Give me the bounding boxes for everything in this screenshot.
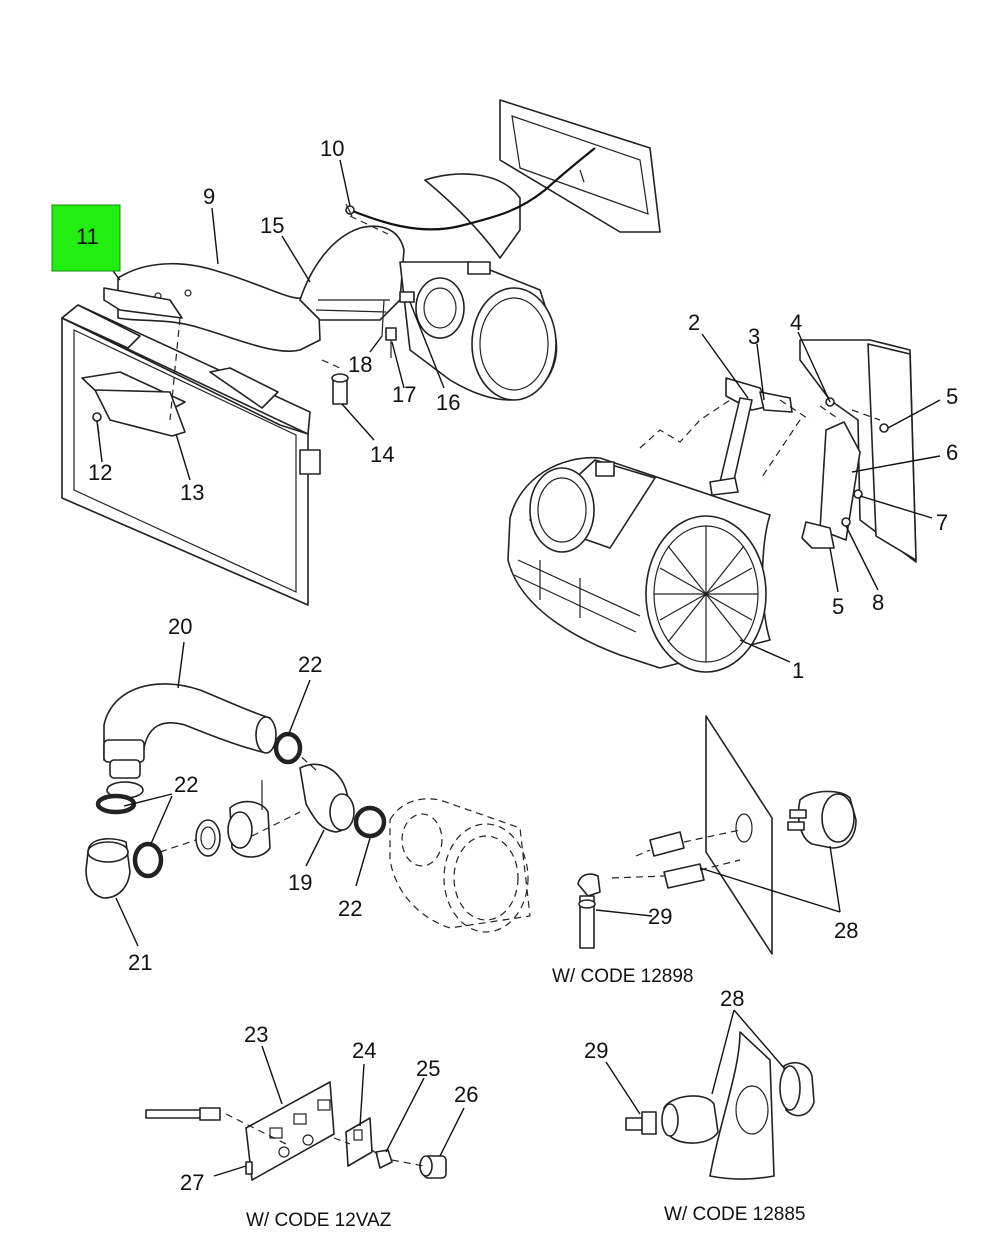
- callout-1: 1: [792, 658, 804, 683]
- callout-5b: 5: [832, 594, 844, 619]
- callout-24: 24: [352, 1038, 376, 1063]
- caption-code-12885: W/ CODE 12885: [664, 1204, 806, 1225]
- callout-15: 15: [260, 213, 284, 238]
- bolt-18: [381, 299, 385, 337]
- callout-5a: 5: [946, 384, 958, 409]
- captions: W/ CODE 12898 W/ CODE 12VAZ W/ CODE 1288…: [246, 966, 806, 1231]
- screw-27: [245, 1161, 253, 1175]
- callout-19: 19: [288, 870, 312, 895]
- nut-5-lower: [841, 517, 851, 527]
- caption-code-12898: W/ CODE 12898: [552, 966, 694, 987]
- gauge-28-12885: [779, 1062, 815, 1117]
- clamp-22-left-a: [95, 793, 137, 815]
- elbow-19: [299, 763, 355, 833]
- callout-23: 23: [244, 1022, 268, 1047]
- caption-code-12vaz: W/ CODE 12VAZ: [246, 1210, 392, 1231]
- bracket-6: [819, 421, 861, 541]
- callout-26: 26: [454, 1082, 478, 1107]
- bracket-8: [801, 521, 835, 549]
- callout-28a: 28: [834, 918, 858, 943]
- callout-3: 3: [748, 324, 760, 349]
- bracket-13: [94, 389, 186, 437]
- nut-5-upper: [879, 423, 889, 433]
- sensor-29: [577, 873, 601, 949]
- callout-20: 20: [168, 614, 192, 639]
- callout-22a: 22: [298, 652, 322, 677]
- sensor-29-12885: [625, 1111, 657, 1135]
- switch-12885: [661, 1095, 719, 1144]
- panel-12885: [709, 1031, 775, 1180]
- bracket-2: [709, 377, 771, 496]
- adapter-right: [195, 780, 271, 858]
- callout-4: 4: [790, 310, 802, 335]
- panel-12898: [705, 715, 773, 955]
- coupler-lower: [103, 739, 145, 799]
- callout-29a: 29: [648, 904, 672, 929]
- leader-lines: [96, 159, 941, 1177]
- callout-22c: 22: [338, 896, 362, 921]
- clamp-16: [399, 291, 415, 303]
- clip-28-12898: [649, 831, 705, 889]
- hose-15: [299, 225, 405, 321]
- air-cleaner-ghost: [389, 798, 531, 933]
- callout-28b: 28: [720, 986, 744, 1011]
- rod-left: [145, 1107, 221, 1121]
- callout-9: 9: [203, 184, 215, 209]
- clamp-22-upper: [273, 731, 303, 765]
- callout-29b: 29: [584, 1038, 608, 1063]
- callout-13: 13: [180, 480, 204, 505]
- callout-10: 10: [320, 136, 344, 161]
- callout-16: 16: [436, 390, 460, 415]
- highlight-box-11: [51, 204, 121, 272]
- gauge-28-12898: [787, 790, 857, 849]
- callout-12: 12: [88, 460, 112, 485]
- knob-26: [419, 1155, 447, 1179]
- clamp-22-left-b: [132, 841, 164, 879]
- nut-25: [375, 1149, 393, 1169]
- wire-harness: [349, 147, 596, 231]
- clip-17: [385, 327, 397, 358]
- dashline-piping: [159, 753, 317, 853]
- callout-22b: 22: [174, 772, 198, 797]
- bracket-3: [759, 391, 793, 413]
- hose-20: [103, 683, 277, 761]
- dashline-right: [639, 399, 881, 481]
- firewall-panel: [799, 339, 917, 563]
- bushing-14: [321, 359, 349, 405]
- elbow-21: [85, 838, 131, 899]
- dashline-12898: [611, 829, 741, 879]
- callout-17: 17: [392, 382, 416, 407]
- callout-7: 7: [936, 510, 948, 535]
- clamp-22-lower: [353, 805, 387, 839]
- callout-14: 14: [370, 442, 394, 467]
- air-cleaner-1: [507, 456, 771, 673]
- callout-11: 11: [76, 224, 99, 249]
- gasket-24: [345, 1117, 373, 1167]
- callout-25: 25: [416, 1056, 440, 1081]
- air-duct-9: [117, 262, 321, 352]
- callout-8: 8: [872, 590, 884, 615]
- callout-21: 21: [128, 950, 152, 975]
- dashline-13: [169, 317, 181, 421]
- callout-labels: 1 2 3 4 5 5 6 7 8 9 10 11 12 13 14 15 16…: [76, 136, 958, 1195]
- callout-6: 6: [946, 440, 958, 465]
- callout-18: 18: [348, 352, 372, 377]
- callout-27: 27: [180, 1170, 204, 1195]
- bracket-11: [103, 287, 183, 319]
- cowl-duct-top: [424, 99, 661, 259]
- callout-2: 2: [688, 310, 700, 335]
- air-cleaner-top: [399, 261, 558, 401]
